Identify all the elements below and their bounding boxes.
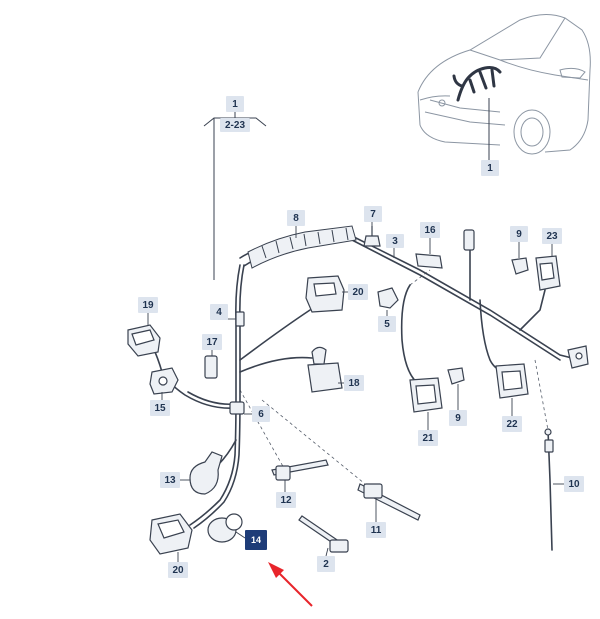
clip-9-top (511, 257, 529, 275)
bracket-15 (149, 367, 179, 395)
callout-15[interactable]: 15 (150, 400, 170, 416)
connector-21 (409, 377, 443, 413)
callout-17[interactable]: 17 (202, 334, 222, 350)
connector-23 (535, 255, 561, 291)
connector-20-bottom (149, 513, 193, 555)
parts (127, 226, 589, 555)
cable-tie-11 (357, 483, 421, 521)
callout-2[interactable]: 2 (317, 556, 335, 572)
callout-5[interactable]: 5 (378, 316, 396, 332)
grommet-14 (207, 513, 243, 543)
callout-12[interactable]: 12 (276, 492, 296, 508)
callout-23[interactable]: 23 (542, 228, 562, 244)
cable-tie-12 (271, 459, 329, 481)
callout-9-bottom[interactable]: 9 (449, 410, 467, 426)
cable-tie-2 (298, 515, 349, 553)
callout-leaders (147, 222, 564, 562)
callout-22[interactable]: 22 (502, 416, 522, 432)
terminal-top (463, 229, 475, 251)
part-5 (377, 287, 399, 309)
callout-7[interactable]: 7 (364, 206, 382, 222)
clip-6 (229, 401, 245, 415)
callout-1-top[interactable]: 1 (226, 96, 244, 112)
red-arrow-indicator (268, 562, 313, 607)
callout-4[interactable]: 4 (210, 304, 228, 320)
clip-16 (415, 253, 443, 269)
eyelet-right (567, 345, 589, 369)
connector-22 (495, 363, 529, 399)
pin-4 (235, 311, 245, 327)
callout-20-top[interactable]: 20 (348, 284, 368, 300)
callout-3[interactable]: 3 (386, 234, 404, 248)
vehicle-location-sketch (417, 14, 591, 155)
connector-19 (127, 324, 161, 357)
callout-16[interactable]: 16 (420, 222, 440, 238)
callout-21[interactable]: 21 (418, 430, 438, 446)
conduit-8 (247, 225, 357, 269)
vehicle-harness-highlight (452, 66, 502, 102)
callout-6[interactable]: 6 (252, 406, 270, 422)
callout-2-23[interactable]: 2-23 (220, 118, 250, 132)
dashed-leaders (239, 269, 549, 489)
callout-11[interactable]: 11 (366, 522, 386, 538)
callout-1-car[interactable]: 1 (481, 160, 499, 176)
tie-10 (544, 428, 554, 453)
bolt-7 (363, 226, 381, 247)
callout-19[interactable]: 19 (138, 297, 158, 313)
callout-20-bottom[interactable]: 20 (168, 562, 188, 578)
boot-13 (189, 451, 223, 495)
clip-17 (204, 355, 218, 379)
callout-14-selected[interactable]: 14 (245, 530, 267, 550)
callout-9-top[interactable]: 9 (510, 226, 528, 242)
connector-18 (307, 346, 343, 393)
callout-8[interactable]: 8 (287, 210, 305, 226)
callout-13[interactable]: 13 (160, 472, 180, 488)
callout-10[interactable]: 10 (564, 476, 584, 492)
clip-9-bottom (447, 367, 465, 385)
connector-20-top (305, 275, 345, 313)
callout-18[interactable]: 18 (344, 375, 364, 391)
